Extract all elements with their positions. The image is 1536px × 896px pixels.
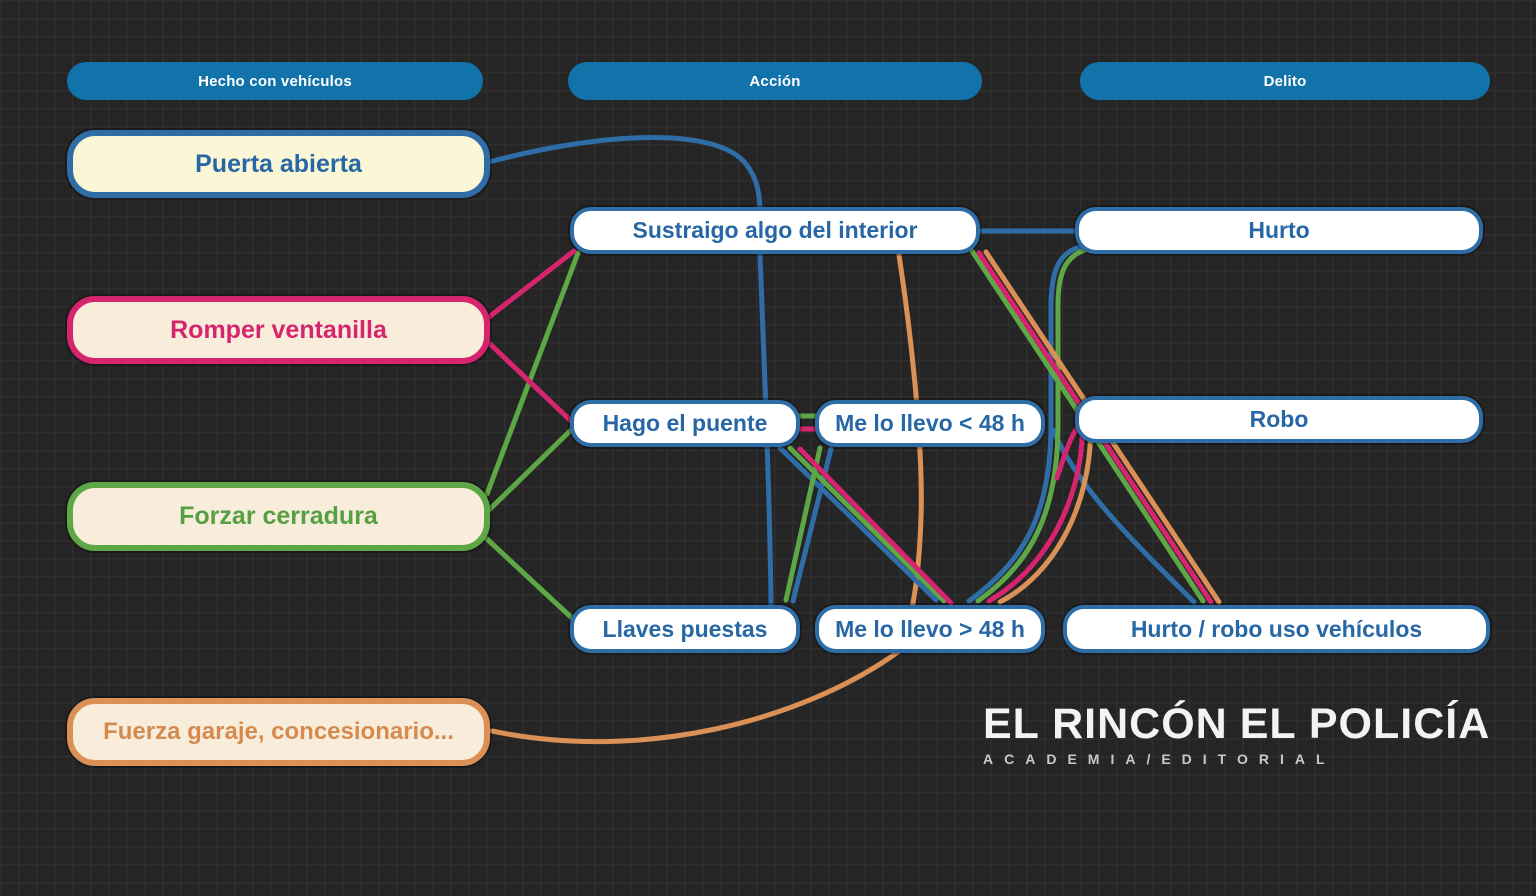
node-fuerza-garaje-label: Fuerza garaje, concesionario...: [103, 718, 454, 745]
column-header-hechos: Hecho con vehículos: [67, 62, 483, 100]
edge-forzar-llaves: [484, 536, 576, 622]
node-hago-puente-label: Hago el puente: [602, 410, 768, 436]
edge-llevomenos-llaves-green: [783, 445, 823, 603]
node-llevo-mas-48: Me lo llevo > 48 h: [815, 605, 1045, 653]
edge-hago-llevomas-pink: [797, 446, 954, 606]
node-forzar-cerradura: Forzar cerradura: [67, 482, 490, 551]
column-header-delito-label: Delito: [1263, 72, 1307, 90]
brand-logo: EL RINCÓN EL POLICÍA ACADEMIA/EDITORIAL: [983, 700, 1489, 767]
node-llaves-puestas: Llaves puestas: [570, 605, 800, 653]
node-puerta-abierta-label: Puerta abierta: [195, 149, 362, 178]
node-fuerza-garaje: Fuerza garaje, concesionario...: [67, 698, 490, 766]
node-sustraigo: Sustraigo algo del interior: [570, 207, 980, 254]
column-header-accion-label: Acción: [749, 72, 801, 90]
brand-logo-wordmark: EL RINCÓN EL POLICÍA: [983, 700, 1489, 749]
edge-puerta-sustraigo: [486, 135, 763, 210]
node-llevo-menos-48: Me lo llevo < 48 h: [815, 400, 1045, 447]
brand-logo-part2: EL POLICÍA: [1239, 700, 1491, 748]
node-hago-puente: Hago el puente: [570, 400, 800, 447]
node-llevo-mas-48-label: Me lo llevo > 48 h: [835, 615, 1025, 642]
brand-logo-part1: EL RINCÓN: [983, 700, 1228, 748]
edge-hurto-llevomas-blue: [966, 244, 1083, 604]
node-hurto-robo-uso-label: Hurto / robo uso vehículos: [1130, 615, 1423, 642]
node-romper-ventanilla-label: Romper ventanilla: [170, 315, 387, 344]
node-romper-ventanilla: Romper ventanilla: [67, 296, 490, 364]
edge-romper-sustraigo: [486, 248, 577, 320]
node-puerta-abierta: Puerta abierta: [67, 130, 490, 198]
edge-fuerza-sustraigo: [489, 252, 924, 745]
node-llevo-menos-48-label: Me lo llevo < 48 h: [835, 410, 1025, 436]
node-forzar-cerradura-label: Forzar cerradura: [179, 502, 378, 530]
brand-logo-tagline: ACADEMIA/EDITORIAL: [983, 751, 1336, 767]
column-header-delito: Delito: [1080, 62, 1490, 100]
edge-forzar-sustraigo: [484, 250, 581, 497]
node-hurto-label: Hurto: [1248, 217, 1310, 243]
edge-romper-hago: [486, 340, 574, 424]
column-header-accion: Acción: [568, 62, 982, 100]
edge-forzar-hago: [484, 426, 575, 515]
column-header-hechos-label: Hecho con vehículos: [198, 72, 352, 90]
node-sustraigo-label: Sustraigo algo del interior: [632, 217, 918, 243]
node-robo: Robo: [1075, 396, 1483, 443]
edge-hurto-llevomas-green: [975, 247, 1088, 604]
node-hurto-robo-uso: Hurto / robo uso vehículos: [1063, 605, 1490, 653]
edge-hago-llevomas-blue: [777, 445, 939, 603]
node-robo-label: Robo: [1249, 406, 1309, 432]
node-hurto: Hurto: [1075, 207, 1483, 254]
node-llaves-puestas-label: Llaves puestas: [602, 615, 768, 642]
